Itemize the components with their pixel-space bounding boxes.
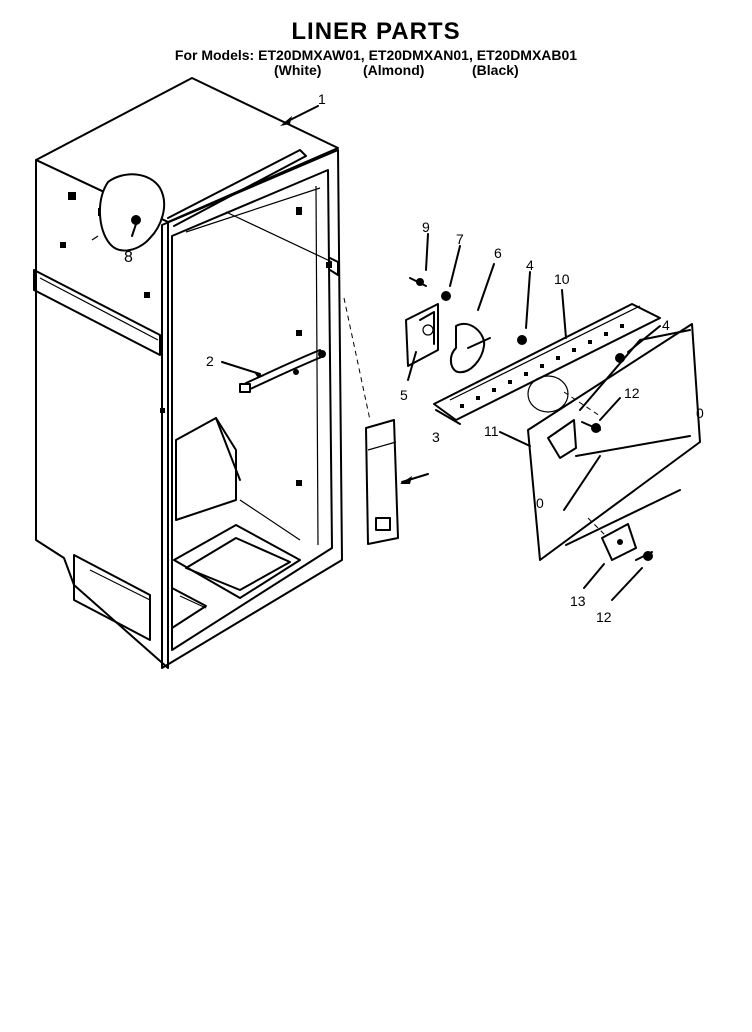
callout-6: 6 — [494, 245, 502, 261]
color-label-black: (Black) — [472, 62, 519, 78]
callout-10: 10 — [554, 271, 570, 287]
callout-7: 7 — [456, 231, 464, 247]
callout-3: 3 — [432, 429, 440, 445]
svg-text:0: 0 — [696, 405, 704, 421]
breaker-cover — [343, 297, 429, 545]
callout-12a: 12 — [624, 385, 640, 401]
callout-4b: 4 — [662, 317, 670, 333]
callout-1: 1 — [318, 91, 326, 107]
models-line: For Models: ET20DMXAW01, ET20DMXAN01, ET… — [174, 47, 578, 63]
callout-4a: 4 — [526, 257, 534, 273]
callout-numbers: 1 2 3 4 4 5 6 7 8 9 10 11 12 12 13 — [124, 91, 670, 625]
callout-11: 11 — [484, 423, 499, 439]
callout-8: 8 — [124, 249, 133, 266]
color-label-almond: (Almond) — [363, 62, 425, 78]
color-label-white: (White) — [274, 62, 322, 78]
callout-13: 13 — [570, 593, 586, 609]
svg-text:0: 0 — [536, 495, 544, 511]
diagram-title: LINER PARTS — [291, 18, 461, 45]
callout-5: 5 — [400, 387, 408, 403]
refrigerator-liner — [33, 77, 343, 669]
callout-2: 2 — [206, 353, 214, 369]
callout-9: 9 — [422, 219, 430, 235]
evaporator-cover-assembly: 0 0 — [405, 233, 704, 601]
wire-harness — [221, 349, 326, 393]
callout-12b: 12 — [596, 609, 612, 625]
